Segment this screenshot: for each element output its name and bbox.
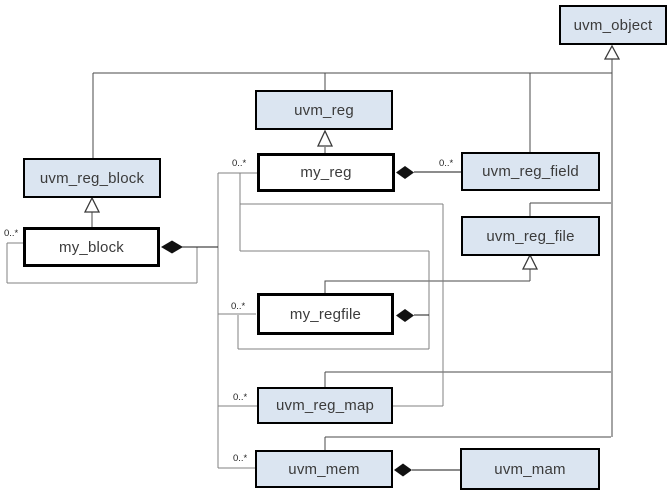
class-box-uvm-reg-block: uvm_reg_block <box>23 158 161 198</box>
triangle-uvm-reg-block-icon <box>83 196 101 213</box>
class-label: uvm_object <box>573 16 653 34</box>
multiplicity-label-my-regfile: 0..* <box>231 301 246 312</box>
class-box-uvm-object: uvm_object <box>559 5 667 45</box>
multiplicity-label-uvm-reg-field: 0..* <box>439 158 454 169</box>
multiplicity-label-uvm-reg-map: 0..* <box>233 392 248 403</box>
class-box-my-block: my_block <box>23 227 160 267</box>
class-label: uvm_reg_field <box>482 163 579 180</box>
class-label: uvm_reg_block <box>39 169 145 187</box>
class-label: my_reg <box>300 164 352 181</box>
composition-diamond-icons <box>161 166 414 477</box>
diamond-stub-lines <box>182 171 461 471</box>
triangle-uvm-reg-file-icon <box>521 253 539 270</box>
triangle-uvm-object-icon <box>603 44 621 60</box>
multiplicity-label-my-block: 0..* <box>4 228 19 239</box>
inheritance-lines <box>91 59 613 450</box>
class-box-uvm-reg: uvm_reg <box>255 90 393 130</box>
triangle-uvm-reg-icon <box>316 129 334 147</box>
multiplicity-label-my-reg: 0..* <box>232 158 247 169</box>
class-label: uvm_mam <box>494 460 566 478</box>
class-box-my-reg: my_reg <box>257 153 395 192</box>
class-box-uvm-reg-file: uvm_reg_file <box>461 216 600 256</box>
class-box-my-regfile: my_regfile <box>257 293 394 335</box>
class-label: uvm_mem <box>288 460 360 478</box>
class-box-uvm-reg-map: uvm_reg_map <box>257 387 393 424</box>
multiplicity-label-uvm-mem: 0..* <box>233 453 248 464</box>
class-label: uvm_reg_map <box>275 397 375 414</box>
class-label: my_regfile <box>289 305 362 323</box>
diamond-uvm-mem-icon <box>394 463 412 477</box>
class-label: my_block <box>59 238 124 256</box>
class-box-uvm-mem: uvm_mem <box>255 450 393 488</box>
inheritance-triangle-icons <box>83 44 621 270</box>
diamond-my-regfile-icon <box>396 309 414 322</box>
composition-lines <box>6 172 444 469</box>
class-label: uvm_reg <box>294 101 354 119</box>
class-box-uvm-reg-field: uvm_reg_field <box>461 152 600 191</box>
class-box-uvm-mam: uvm_mam <box>460 448 600 490</box>
diamond-my-block-icon <box>161 240 183 254</box>
diamond-my-reg-icon <box>396 166 414 179</box>
class-label: uvm_reg_file <box>486 227 575 245</box>
